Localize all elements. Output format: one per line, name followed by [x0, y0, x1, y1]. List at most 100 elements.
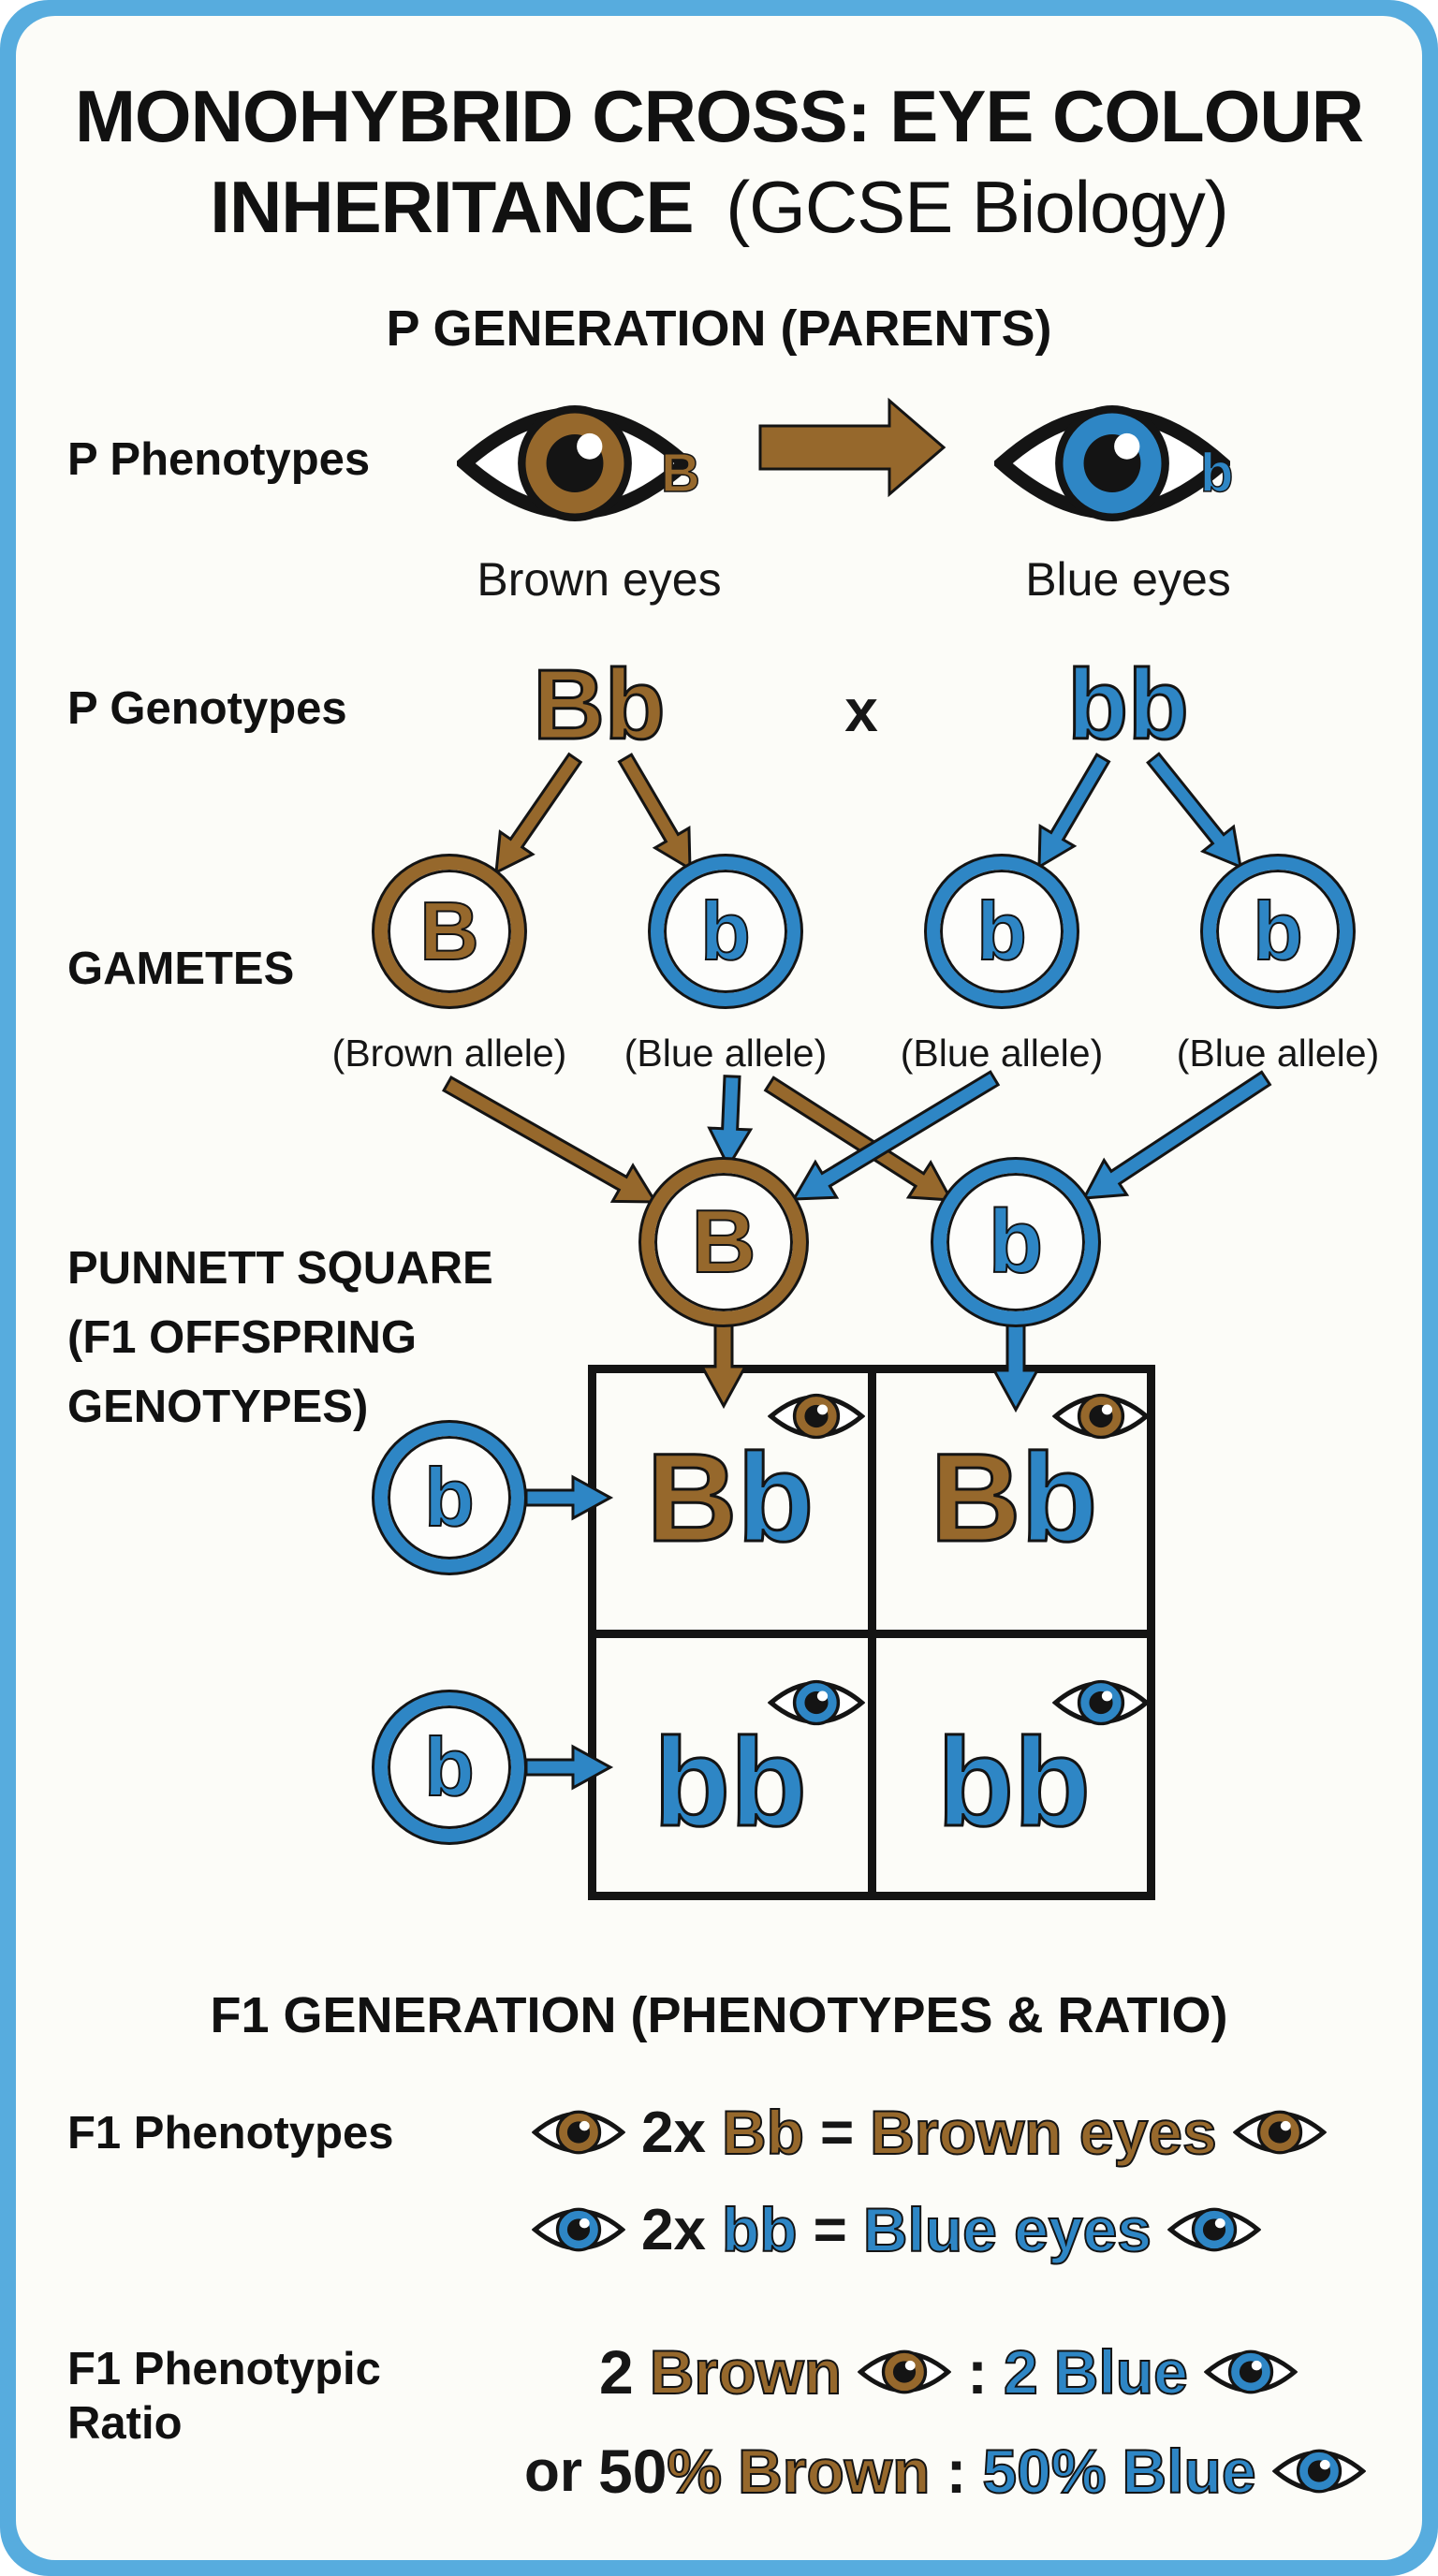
- arrow-row-b1-into-cell-1: [524, 1474, 614, 1521]
- ratio-pct-word-blue: Blue: [1122, 2436, 1257, 2507]
- f1-blue-eye-icon-left: [532, 2203, 625, 2257]
- punnett-col-circle-b: b: [933, 1160, 1098, 1325]
- f1-ratio-label-line-1: F1 Phenotypic: [67, 2344, 381, 2394]
- f1-ratio-label: F1 Phenotypic Ratio: [67, 2342, 381, 2451]
- cell-2-brown-eye-icon: [1052, 1388, 1150, 1444]
- f1-phenotype-line-blue: 2x bb = Blue eyes: [532, 2190, 1262, 2269]
- f1-brown-eye-icon-left: [532, 2105, 625, 2159]
- punnett-cell-3-genotype: bb: [613, 1719, 847, 1847]
- punnett-label-line-1: PUNNETT SQUARE: [67, 1243, 493, 1294]
- arrow-Bb-to-gamete-b: [617, 753, 692, 871]
- gamete-caption-blue-3: (Blue allele): [1176, 1032, 1380, 1075]
- gamete-circle-b2: b: [927, 856, 1077, 1006]
- f1-blue-equals: =: [813, 2197, 847, 2262]
- f1-brown-phenotype: Brown eyes: [869, 2097, 1217, 2168]
- p-genotypes-label: P Genotypes: [67, 683, 347, 734]
- ratio-pct-colon: :: [946, 2437, 967, 2506]
- cross-symbol: x: [844, 677, 878, 744]
- f1-blue-phenotype: Blue eyes: [862, 2194, 1152, 2265]
- gamete-circle-B: B: [374, 856, 524, 1006]
- f1-brown-eye-icon-right: [1232, 2105, 1327, 2159]
- punnett-cell-4-genotype: bb: [897, 1719, 1131, 1847]
- arrow-cross-brown-to-col-b: [763, 1076, 954, 1202]
- arrow-bb-to-gamete-b3: [1146, 752, 1242, 870]
- ratio-blue-eye-icon: [1203, 2345, 1298, 2399]
- cell-2-letter-2: b: [1020, 1428, 1099, 1568]
- f1-brown-count: 2x: [641, 2100, 706, 2165]
- f1-generation-heading: F1 GENERATION (PHENOTYPES & RATIO): [210, 1987, 1228, 2043]
- punnett-row-circle-b2: b: [374, 1692, 524, 1842]
- cell-1-letter-2: b: [736, 1428, 815, 1568]
- arrow-col-b-into-cell-2: [991, 1320, 1040, 1413]
- f1-ratio-percent-line: or 50 % Brown : 50% Blue: [524, 2432, 1366, 2510]
- ratio-or: or: [524, 2438, 582, 2504]
- p-generation-heading: P GENERATION (PARENTS): [386, 300, 1052, 357]
- gamete-letter-b2: b: [976, 884, 1028, 978]
- punnett-row-circle-b1: b: [374, 1423, 524, 1573]
- ratio-pct-brown: %: [666, 2436, 723, 2507]
- arrow-col-B-into-cell-1: [699, 1322, 748, 1410]
- brown-eye-icon: [457, 391, 693, 535]
- cell-3-blue-eye-icon: [768, 1675, 865, 1731]
- punnett-square-grid: [588, 1365, 1155, 1900]
- gamete-caption-blue-1: (Blue allele): [624, 1032, 828, 1075]
- blue-eye-icon: [994, 391, 1230, 535]
- ratio-brown-eye-icon: [858, 2345, 952, 2399]
- f1-blue-count: 2x: [641, 2197, 706, 2262]
- genotype-Bb: Bb: [532, 650, 667, 760]
- f1-blue-genotype: bb: [721, 2194, 799, 2265]
- ratio-50-brown: 50: [598, 2437, 668, 2506]
- gametes-label: GAMETES: [67, 944, 295, 994]
- parent-blue-allele-letter: b: [1199, 442, 1234, 505]
- punnett-label-line-3: GENOTYPES): [67, 1382, 369, 1432]
- gamete-letter-b1: b: [699, 884, 752, 978]
- cell-4-letter-1: b: [936, 1713, 1016, 1852]
- genotype-bb: bb: [1066, 650, 1191, 760]
- arrow-Bb-to-gamete-B: [494, 752, 583, 875]
- title-line-1: MONOHYBRID CROSS: EYE COLOUR: [74, 75, 1364, 157]
- cell-3-letter-2: b: [729, 1713, 809, 1852]
- title-line-2: INHERITANCE (GCSE Biology): [0, 162, 1438, 253]
- page-title: MONOHYBRID CROSS: EYE COLOUR INHERITANCE…: [0, 71, 1438, 253]
- punnett-row-letter-b2: b: [423, 1720, 476, 1814]
- f1-phenotypes-label: F1 Phenotypes: [67, 2108, 394, 2159]
- gamete-circle-b1: b: [651, 856, 800, 1006]
- punnett-cell-2-genotype: Bb: [897, 1434, 1131, 1562]
- arrow-gamete-b1-to-col-B: [707, 1075, 754, 1170]
- punnett-cell-1-genotype: Bb: [613, 1434, 847, 1562]
- arrow-gamete-b3-to-col-b: [1081, 1070, 1272, 1200]
- p-phenotypes-label: P Phenotypes: [67, 434, 371, 485]
- ratio-colon: :: [967, 2337, 989, 2407]
- cell-4-blue-eye-icon: [1052, 1675, 1150, 1731]
- gamete-caption-brown: (Brown allele): [331, 1032, 567, 1075]
- ratio-pct-blue-eye-icon: [1271, 2444, 1366, 2498]
- gamete-letter-b3: b: [1252, 884, 1304, 978]
- gamete-letter-B: B: [418, 884, 480, 978]
- f1-brown-genotype: Bb: [721, 2097, 805, 2168]
- ratio-count-blue: 2: [1003, 2336, 1039, 2408]
- f1-blue-eye-icon-right: [1167, 2203, 1262, 2257]
- cell-4-letter-2: b: [1013, 1713, 1093, 1852]
- parent-cross-arrow: [758, 397, 946, 498]
- f1-phenotype-line-brown: 2x Bb = Brown eyes: [532, 2093, 1327, 2172]
- punnett-horizontal-divider: [596, 1630, 1147, 1638]
- arrow-gamete-B-to-col-B: [442, 1075, 658, 1204]
- f1-brown-equals: =: [819, 2100, 855, 2165]
- ratio-pct-word-brown: Brown: [737, 2436, 931, 2507]
- punnett-label-line-2: (F1 OFFSPRING: [67, 1312, 417, 1363]
- punnett-col-letter-B: B: [690, 1191, 756, 1293]
- ratio-word-brown: Brown: [649, 2336, 843, 2408]
- title-line-2-subtitle: (GCSE Biology): [726, 166, 1228, 248]
- arrow-cross-blue-to-col-B: [791, 1070, 1001, 1201]
- ratio-word-blue: Blue: [1053, 2336, 1189, 2408]
- ratio-50pct-brown: 50 %: [598, 2436, 723, 2507]
- cell-1-brown-eye-icon: [768, 1388, 865, 1444]
- ratio-count-brown: 2: [599, 2337, 634, 2407]
- parent-brown-phenotype-label: Brown eyes: [477, 553, 722, 606]
- gamete-circle-b3: b: [1203, 856, 1353, 1006]
- gamete-caption-blue-2: (Blue allele): [900, 1032, 1104, 1075]
- cell-1-letter-1: B: [645, 1428, 739, 1568]
- f1-ratio-label-line-2: Ratio: [67, 2398, 183, 2449]
